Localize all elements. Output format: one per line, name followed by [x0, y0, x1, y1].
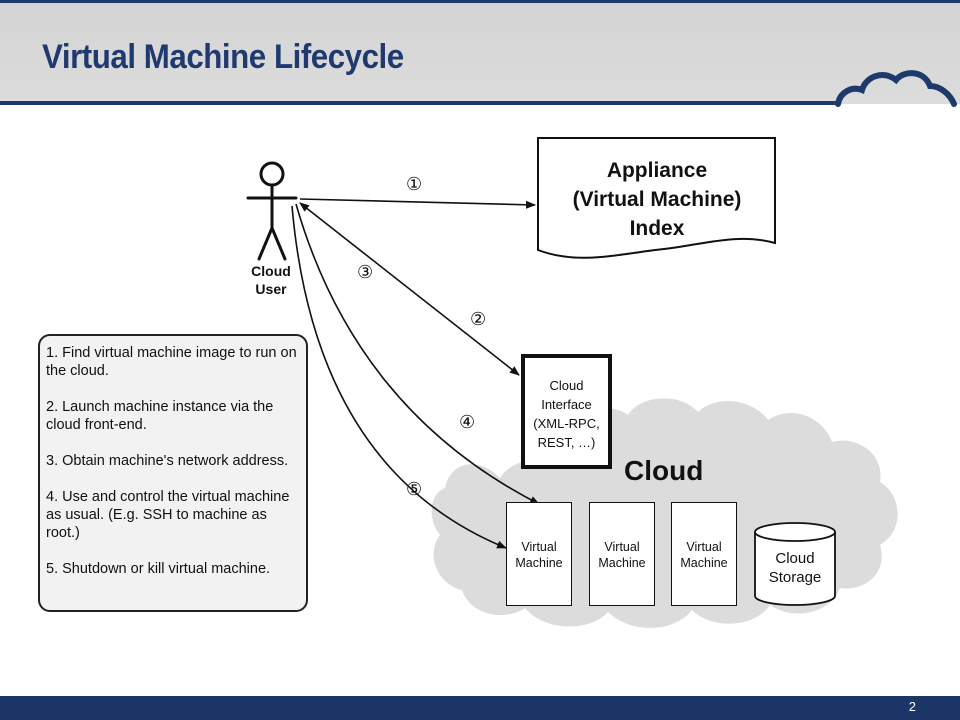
step-1-text: 1. Find virtual machine image to run on …: [46, 345, 297, 379]
step-marker-2: ②: [470, 309, 487, 329]
vm-1-label: Virtual Machine: [515, 540, 563, 570]
virtual-machine-3: Virtual Machine: [671, 502, 737, 606]
arrow-step-4: [295, 203, 540, 505]
vm-3-label: Virtual Machine: [680, 540, 728, 570]
step-marker-5: ⑤: [406, 479, 423, 499]
arrow-step-1: [299, 198, 536, 209]
interface-line-3: (XML-RPC,: [533, 416, 600, 431]
interface-line-4: REST, …): [537, 435, 596, 450]
arrow-step-5: [291, 205, 507, 549]
appliance-index-document: [537, 137, 776, 259]
cloud-user-label-text: Cloud User: [251, 263, 291, 297]
page-number: 2: [908, 699, 916, 714]
virtual-machine-2: Virtual Machine: [589, 502, 655, 606]
virtual-machine-1: Virtual Machine: [506, 502, 572, 606]
step-marker-4: ④: [459, 412, 476, 432]
slide-footer: 2: [0, 696, 960, 720]
step-5-text: 5. Shutdown or kill virtual machine.: [46, 561, 271, 577]
cloud-user-icon: [246, 161, 298, 261]
index-line-3: Index: [629, 217, 685, 240]
cloud-user-label: Cloud User: [238, 262, 304, 298]
step-4-text: 4. Use and control the virtual machine a…: [46, 489, 290, 541]
cloud-interface-box: Cloud Interface (XML-RPC, REST, …): [521, 354, 612, 469]
index-line-2: (Virtual Machine): [572, 188, 742, 211]
header-top-rule: [0, 0, 960, 3]
header-rule: [0, 101, 838, 105]
cloud-storage-label: Cloud Storage: [755, 549, 835, 587]
slide-header: Virtual Machine Lifecycle: [0, 0, 960, 105]
slide-title: Virtual Machine Lifecycle: [42, 38, 404, 76]
interface-line-1: Cloud: [549, 378, 584, 393]
appliance-index-label: Appliance (Virtual Machine) Index: [540, 156, 774, 243]
steps-list: 1. Find virtual machine image to run on …: [38, 334, 308, 612]
interface-line-2: Interface: [541, 397, 592, 412]
vm-2-label: Virtual Machine: [598, 540, 646, 570]
arrow-step-2-3: [299, 202, 520, 376]
storage-line-1: Cloud: [775, 550, 815, 567]
cloud-storage-icon: [754, 522, 836, 606]
step-2-text: 2. Launch machine instance via the cloud…: [46, 399, 274, 433]
step-marker-3: ③: [357, 262, 374, 282]
step-marker-1: ①: [406, 174, 423, 194]
cloud-label: Cloud: [624, 455, 704, 486]
header-cloud-logo-icon: [835, 70, 957, 107]
storage-line-2: Storage: [768, 569, 822, 586]
index-line-1: Appliance: [606, 159, 708, 182]
step-3-text: 3. Obtain machine's network address.: [46, 453, 289, 469]
